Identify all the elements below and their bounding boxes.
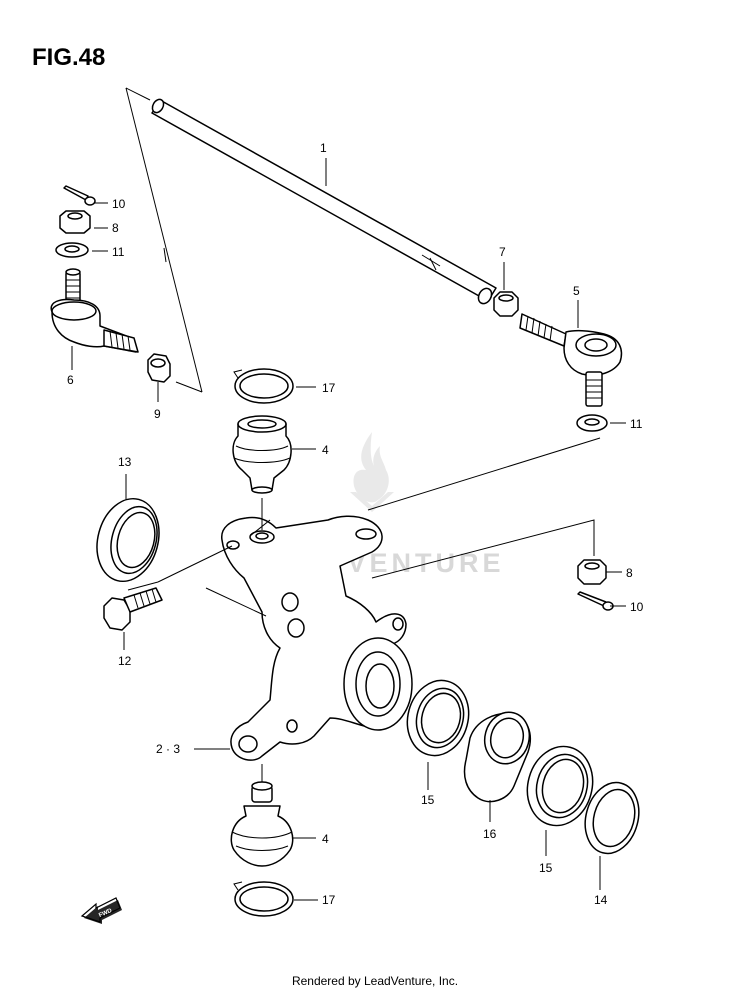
figure-title: FIG.48 xyxy=(32,44,106,71)
footer-credit: Rendered by LeadVenture, Inc. xyxy=(291,974,459,988)
snap-ring-lower[interactable] xyxy=(233,881,294,917)
cotter-pin-left[interactable] xyxy=(63,185,96,206)
callout-15-inner: 15 xyxy=(421,793,435,807)
callout-8-right: 8 xyxy=(626,566,633,580)
callout-15-outer: 15 xyxy=(539,861,553,875)
nut-7[interactable] xyxy=(493,291,519,317)
assembly-guide-lines xyxy=(127,437,601,782)
fwd-arrow-icon: FWD xyxy=(80,897,122,924)
callout-13: 13 xyxy=(118,455,132,469)
callout-10-left: 10 xyxy=(112,197,126,211)
bearing-15-inner[interactable] xyxy=(399,674,477,763)
callout-4-lower: 4 xyxy=(322,832,329,846)
callout-14: 14 xyxy=(594,893,608,907)
snap-ring-upper[interactable] xyxy=(233,368,294,404)
castle-nut-left[interactable] xyxy=(59,210,91,234)
ball-joint-upper[interactable] xyxy=(232,415,292,494)
ball-joint-lower[interactable] xyxy=(230,781,294,867)
washer-left[interactable] xyxy=(55,242,89,258)
callout-11-right: 11 xyxy=(630,417,643,431)
cotter-pin-right[interactable] xyxy=(577,591,614,611)
assembly-bracket-lines xyxy=(125,87,203,393)
spacer-16[interactable] xyxy=(463,707,535,803)
castle-nut-right[interactable] xyxy=(577,559,607,585)
callout-7: 7 xyxy=(499,245,506,259)
callout-17-lower: 17 xyxy=(322,893,336,907)
tie-rod[interactable] xyxy=(150,97,497,305)
callout-8-left: 8 xyxy=(112,221,119,235)
steering-knuckle[interactable] xyxy=(221,515,413,761)
callout-9: 9 xyxy=(154,407,161,421)
callout-4-upper: 4 xyxy=(322,443,329,457)
callout-5: 5 xyxy=(573,284,580,298)
callout-16: 16 xyxy=(483,827,497,841)
bearing-15-outer[interactable] xyxy=(519,739,602,833)
watermark-flame-icon xyxy=(350,432,394,512)
callout-2-3: 2 · 3 xyxy=(156,742,180,756)
oil-seal-13[interactable] xyxy=(88,492,168,589)
fwd-label: FWD xyxy=(98,908,114,919)
leader-lines xyxy=(71,158,626,901)
callout-12: 12 xyxy=(118,654,132,668)
callout-6: 6 xyxy=(67,373,74,387)
tie-rod-end-left[interactable] xyxy=(50,268,139,353)
callout-11-left: 11 xyxy=(112,245,125,259)
washer-right[interactable] xyxy=(576,414,608,432)
nut-9[interactable] xyxy=(147,353,171,383)
callouts: 1 10 8 11 6 9 7 5 11 17 4 13 12 8 10 2 ·… xyxy=(67,141,644,907)
callout-17-upper: 17 xyxy=(322,381,336,395)
bolt-12[interactable] xyxy=(103,587,163,631)
tie-rod-end-right[interactable] xyxy=(519,313,623,407)
callout-10-right: 10 xyxy=(630,600,644,614)
oil-seal-14[interactable] xyxy=(578,776,647,859)
callout-1: 1 xyxy=(320,141,327,155)
